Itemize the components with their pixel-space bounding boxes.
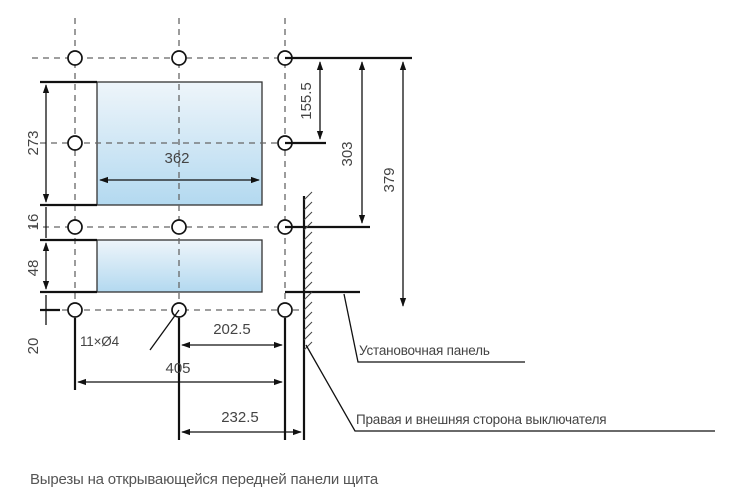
dim-48: 48: [25, 260, 42, 277]
dim-20: 20: [25, 338, 42, 355]
hole: [67, 302, 83, 318]
panel-leader: [343, 293, 525, 363]
holes-leader: [149, 309, 180, 351]
leader-lines: [149, 293, 715, 432]
dim-155-5: 155.5: [298, 82, 315, 120]
hole: [171, 50, 187, 66]
hole: [277, 302, 293, 318]
hole: [171, 219, 187, 235]
hole: [67, 219, 83, 235]
dim-379: 379: [381, 167, 398, 192]
mounting-panel-label: Установочная панель: [359, 343, 490, 358]
breaker-leader: [305, 344, 715, 432]
dim-273: 273: [25, 130, 42, 155]
hole: [67, 50, 83, 66]
holes-label: 11×Ø4: [80, 334, 120, 349]
dim-405: 405: [165, 360, 190, 377]
dim-303: 303: [339, 141, 356, 166]
dim-202-5: 202.5: [213, 321, 251, 338]
reference-lines: [40, 56, 412, 440]
figure-caption: Вырезы на открывающейся передней панели …: [30, 471, 379, 488]
dimension-lines: [42, 61, 407, 436]
breaker-side-label: Правая и внешняя сторона выключателя: [356, 412, 606, 427]
dim-362: 362: [164, 150, 189, 167]
dim-16: 16: [25, 214, 42, 231]
hole: [67, 135, 83, 151]
dim-232-5: 232.5: [221, 409, 259, 426]
hatching: [303, 191, 313, 351]
